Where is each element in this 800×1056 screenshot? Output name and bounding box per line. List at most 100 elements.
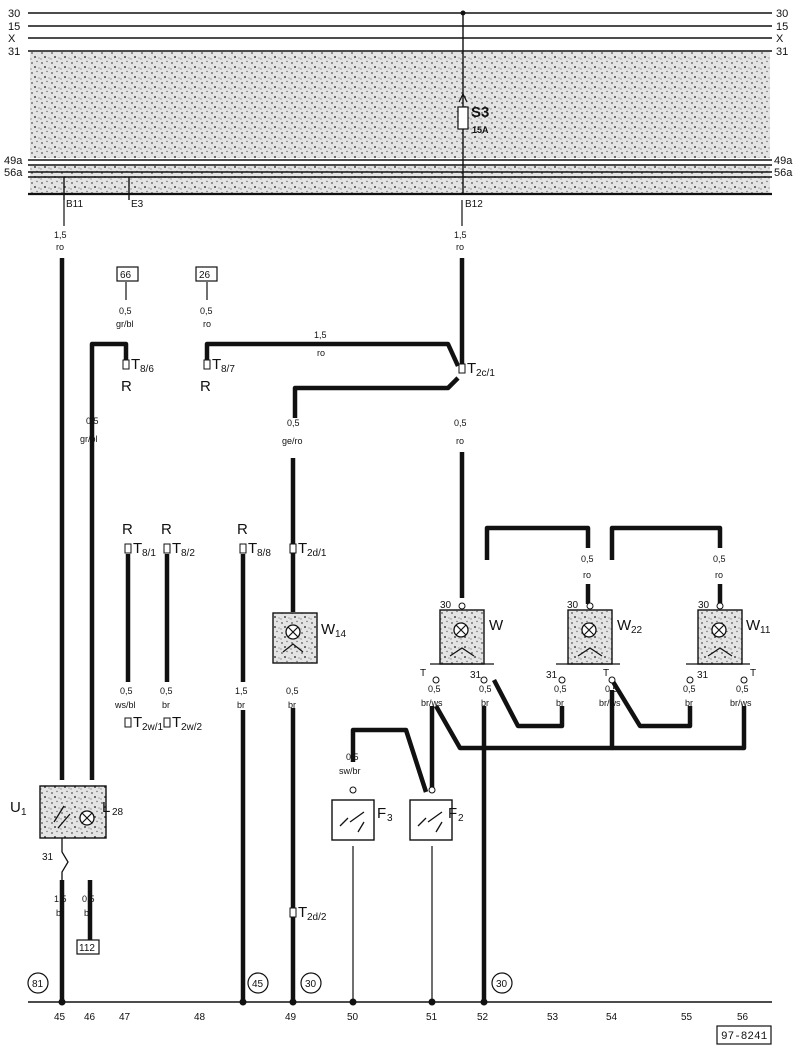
connector-t2d1-sub: 2d/1: [307, 548, 327, 559]
tap-label-b12: B12: [465, 199, 483, 210]
wire-label-t82-color: br: [162, 700, 170, 710]
wire-label-t87-color: ro: [317, 348, 325, 358]
wire-label-t87-size: 1,5: [314, 330, 327, 340]
connector-t88-name: T: [248, 540, 257, 557]
wire-w-31-return: [492, 678, 565, 729]
wire-label-w31-size: 0,5: [479, 684, 492, 694]
tap-label-e3: E3: [131, 199, 144, 210]
grid-number: 51: [426, 1012, 438, 1023]
connector-t86-name: T: [131, 356, 140, 373]
wire-label-t81-size: 0,5: [120, 686, 133, 696]
grid-number: 53: [547, 1012, 559, 1023]
connector-t81-sub: 8/1: [142, 548, 156, 559]
wire-label-26-size: 0,5: [200, 306, 213, 316]
module-u1-l28: U 1 L 28 31: [10, 785, 124, 880]
wire-label-b11-color: ro: [56, 242, 64, 252]
wire-label-u1down-size: 1,5: [54, 894, 67, 904]
rail-label-right-31: 31: [776, 46, 788, 58]
grid-number: 55: [681, 1012, 693, 1023]
lamp-w11-sub: 11: [760, 625, 771, 636]
connector-t2d1-name: T: [298, 540, 307, 557]
wire-label-l28down-color: br: [84, 908, 92, 918]
wire-label-wfeed-size: 0,5: [454, 418, 467, 428]
module-u1-sub: 1: [21, 807, 27, 818]
lamp-w11-pin31: 31: [697, 670, 709, 681]
lamp-w22-pin30: 30: [567, 600, 579, 611]
wire-label-t88-size: 1,5: [235, 686, 248, 696]
wire-label-w14feed-color: ge/ro: [282, 436, 303, 446]
connector-labels: T 8/6 R T 8/7 R T 2c/1 R T 8/1 R T 8/2 R…: [121, 356, 495, 923]
lamp-w22-pin31: 31: [546, 670, 558, 681]
lamp-w14-name: W: [321, 621, 336, 638]
lamp-w-name: W: [489, 617, 504, 634]
wire-label-w22feed-size: 0,5: [581, 554, 594, 564]
wire-label-u1down-color: br: [56, 908, 64, 918]
switch-f3: F 3: [331, 786, 393, 841]
lamp-w22-sub: 22: [631, 625, 643, 636]
connector-t2c1-name: T: [467, 360, 476, 377]
rail-label-right-x: X: [776, 33, 784, 45]
wire-label-w14down-size: 0,5: [286, 686, 299, 696]
wire-t87-to-t2c: [204, 341, 461, 367]
wire-w22-to-w11: [609, 525, 723, 560]
grid-number: 56: [737, 1012, 749, 1023]
wire-label-l28down-size: 0,5: [82, 894, 95, 904]
connector-t81-name: T: [133, 540, 142, 557]
rail-label-right-56a: 56a: [774, 167, 793, 179]
lamp-w-pinT: T: [420, 668, 426, 679]
wire-f3-to-f2: [350, 727, 429, 793]
connector-t2d2-name: T: [298, 904, 307, 921]
switch-f2-sub: 2: [458, 813, 464, 824]
wire-w-to-w22: [484, 525, 591, 560]
wire-label-w22feed-color: ro: [583, 570, 591, 580]
lamp-w22: 30 31 T W 22: [546, 600, 643, 684]
ground-ref-30b: 30: [496, 979, 508, 990]
lamp-w22-pinT: T: [603, 668, 609, 679]
ground-junctions: [58, 998, 488, 1006]
rail-label-left-31: 31: [8, 46, 20, 58]
wire-label-w11-31-color: br: [685, 698, 693, 708]
wire-label-b12-size: 1,5: [454, 230, 467, 240]
connector-t87-sub: 8/7: [221, 364, 235, 375]
thick-wires: [59, 258, 747, 1002]
ref-66: 66: [120, 270, 132, 281]
lamp-w-pin31: 31: [470, 670, 482, 681]
rail-label-right-30: 30: [776, 8, 788, 20]
grid-number: 47: [119, 1012, 131, 1023]
wire-label-66-color: gr/bl: [116, 319, 134, 329]
switch-f3-sub: 3: [387, 813, 393, 824]
wire-label-66-size: 0,5: [119, 306, 132, 316]
ref-112: 112: [79, 943, 95, 954]
lamp-w11: 30 31 T W 11: [686, 600, 771, 684]
grid-number: 52: [477, 1012, 489, 1023]
wire-label-t86-color: gr/bl: [80, 434, 98, 444]
wire-label-w22t-size: 0,5: [605, 684, 618, 694]
wire-label-w11-31-size: 0,5: [683, 684, 696, 694]
lamp-w11-name: W: [746, 617, 761, 634]
rail-label-left-49a: 49a: [4, 155, 23, 167]
wire-label-w11feed-color: ro: [715, 570, 723, 580]
wire-label-wt-color: br/ws: [421, 698, 443, 708]
wire-label-wt-size: 0,5: [428, 684, 441, 694]
connector-t88-sub: 8/8: [257, 548, 271, 559]
connector-t81-mark: R: [122, 521, 133, 538]
doc-id-box: [716, 1025, 772, 1045]
connector-t2w2-sub: 2w/2: [181, 722, 203, 733]
wire-labels: 1,5 ro 1,5 ro 0,5 gr/bl 0,5 ro 1,5 ro 0,…: [54, 230, 752, 918]
connector-markers: [122, 359, 466, 918]
fuse-panel-shade: [30, 52, 770, 158]
lamp-w: 30 T 31 W: [420, 600, 504, 684]
grid-number: 50: [347, 1012, 359, 1023]
wire-label-w11t-size: 0,5: [736, 684, 749, 694]
ground-ref-45: 45: [252, 979, 264, 990]
module-l28-sub: 28: [112, 807, 124, 818]
rail-label-left-56a: 56a: [4, 167, 23, 179]
rail-label-left-15: 15: [8, 21, 20, 33]
wire-label-w11t-color: br/ws: [730, 698, 752, 708]
wire-w22-t-bus: [610, 678, 693, 729]
lamp-w11-pin30: 30: [698, 600, 710, 611]
wire-label-t88-color: br: [237, 700, 245, 710]
connector-t88-mark: R: [237, 521, 248, 538]
grid-number: 54: [606, 1012, 618, 1023]
